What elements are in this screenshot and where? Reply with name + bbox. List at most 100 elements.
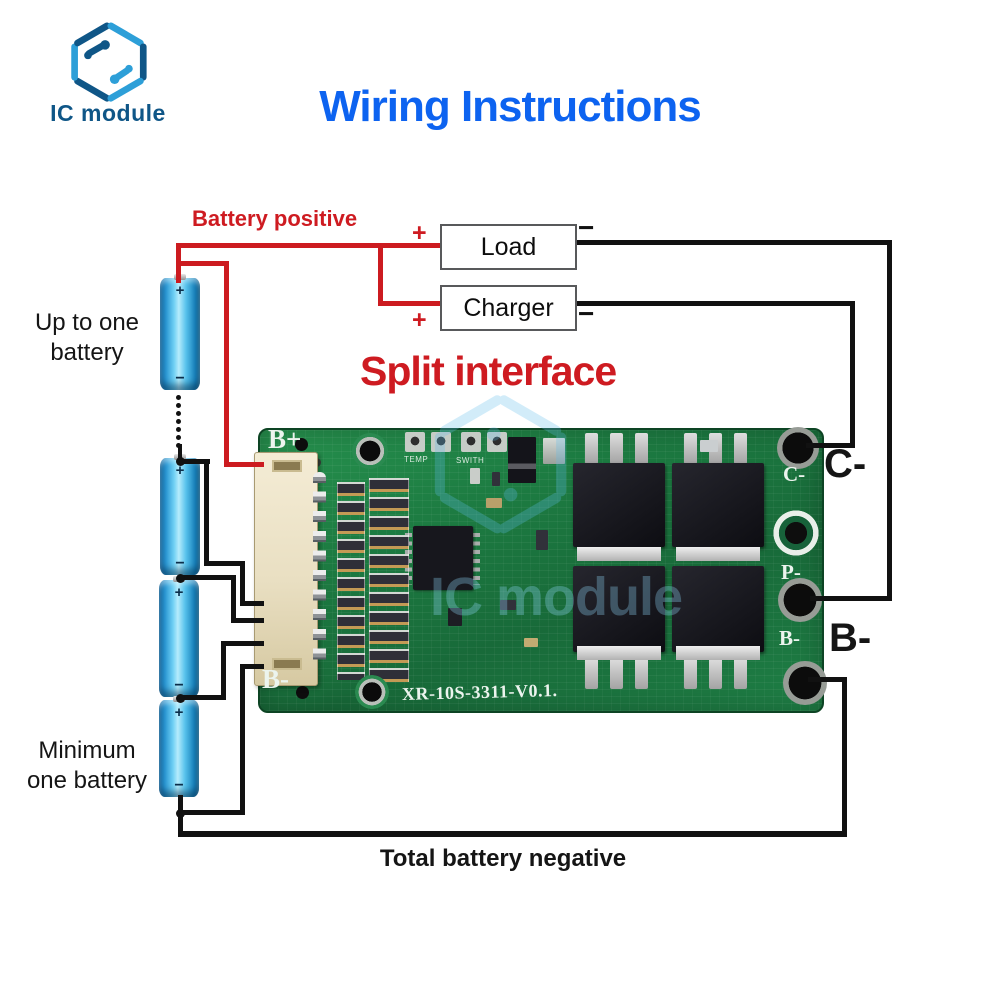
silk-b-minus-right: B- <box>779 626 800 650</box>
battery-minus-mark: − <box>175 370 185 387</box>
minimum-line2: one battery <box>26 767 148 794</box>
load-label: Load <box>480 232 537 261</box>
wire-sense4-feed <box>240 664 264 669</box>
junction-dot <box>176 809 185 818</box>
silk-c-minus: C- <box>783 462 806 486</box>
silk-b-plus: B+ <box>268 424 302 454</box>
split-interface-label: Split interface <box>360 348 617 394</box>
ic-chip <box>413 526 473 590</box>
wire-junction34-feed <box>221 641 264 646</box>
terminal-label-c-minus: C- <box>824 442 867 486</box>
mounting-hole-top-left <box>352 433 388 469</box>
battery-3: + − <box>159 576 199 697</box>
battery-2: + − <box>160 454 200 575</box>
minus-sign-charger: − <box>578 298 595 329</box>
battery-positive-label: Battery positive <box>192 206 358 231</box>
battery-1: + − <box>160 274 200 390</box>
wire-junction34-v <box>221 641 226 700</box>
junction-dot <box>176 574 185 583</box>
wire-junction23-feed <box>231 618 264 623</box>
smd-array-left-b <box>369 478 409 682</box>
diode <box>508 437 536 483</box>
mosfet-tab <box>577 646 661 660</box>
minus-sign-load: − <box>578 212 595 243</box>
junction-dot <box>176 694 185 703</box>
jst-connector <box>254 452 318 686</box>
wire-red-charger-feed <box>378 301 442 306</box>
battery-plus-mark: + <box>174 584 184 601</box>
wire-battery2-top-stub <box>178 444 182 462</box>
mosfet-2 <box>672 463 764 547</box>
battery-minus-mark: − <box>174 677 184 694</box>
charger-label: Charger <box>463 293 554 322</box>
smd-part <box>486 498 502 508</box>
smd-part <box>536 530 548 550</box>
smd-part <box>448 608 462 626</box>
wire-sense4-v <box>240 664 245 815</box>
up-to-one-line2: battery <box>50 339 124 366</box>
wire-junction23-v <box>231 575 236 623</box>
battery-plus-mark: + <box>174 704 184 721</box>
wire-red-board-entry <box>224 462 264 467</box>
battery-series-dots <box>176 395 181 448</box>
wire-red-to-board-vertical <box>224 261 229 467</box>
wire-junction34-h <box>178 695 226 700</box>
mosfet-leg <box>635 433 648 464</box>
battery-plus-mark: + <box>175 282 185 299</box>
wire-b-minus-v <box>842 677 847 837</box>
wire-bottom-negative-rail <box>178 831 847 837</box>
mosfet-leg <box>585 433 598 464</box>
smd-part <box>700 440 718 452</box>
ic-pins-right <box>473 533 480 585</box>
wire-load-negative-h <box>571 240 892 245</box>
wire-battery2-top-v2 <box>240 561 245 606</box>
terminal-label-b-minus: B- <box>829 616 872 660</box>
smd-part <box>543 438 565 464</box>
smd-array-left-a <box>337 482 365 680</box>
plus-sign-charger: + <box>412 306 427 334</box>
top-pad <box>431 432 451 452</box>
via-hole <box>295 438 308 451</box>
mosfet-leg <box>610 658 623 689</box>
wire-battery2-top-v <box>204 459 209 566</box>
page-title: Wiring Instructions <box>319 82 702 131</box>
wire-red-to-board-horizontal <box>178 261 229 266</box>
via-hole <box>296 686 309 699</box>
mosfet-1 <box>573 463 665 547</box>
mosfet-leg <box>684 433 697 464</box>
minimum-one-battery-label: Minimum one battery <box>7 736 167 796</box>
wire-p-minus-feed <box>810 596 892 601</box>
top-pad <box>487 432 507 452</box>
silk-model-number: XR-10S-3311-V0.1. <box>401 679 558 705</box>
wire-battery2-top-h2 <box>204 561 245 566</box>
smd-part <box>470 468 480 484</box>
silk-switch: SWITH <box>456 456 485 465</box>
connector-pins <box>313 472 326 668</box>
charger-box: Charger <box>440 285 577 331</box>
mosfet-leg <box>610 433 623 464</box>
wire-red-positive-rail <box>176 243 442 248</box>
wire-battery2-top-h <box>178 459 210 464</box>
plus-sign-load: + <box>412 219 427 247</box>
wire-sense4-h <box>180 810 245 815</box>
silk-temp: TEMP <box>404 455 429 464</box>
silk-b-minus-bottom: B- <box>262 664 289 694</box>
smd-part <box>524 638 538 647</box>
connector-latch-top <box>272 460 302 472</box>
mosfet-tab <box>577 547 661 561</box>
total-battery-negative-label: Total battery negative <box>379 845 627 872</box>
minimum-line1: Minimum <box>38 737 136 764</box>
mounting-hole-right <box>772 509 820 557</box>
junction-dot <box>176 457 185 466</box>
ic-module-logo-icon <box>71 22 147 102</box>
mosfet-3 <box>573 566 665 652</box>
silk-p-minus: P- <box>781 560 801 584</box>
mosfet-leg <box>585 658 598 689</box>
top-pad <box>461 432 481 452</box>
pad-b-minus <box>783 661 827 705</box>
battery-4: + − <box>159 696 199 797</box>
smd-part <box>500 600 516 610</box>
wire-charger-negative-h <box>571 301 855 306</box>
wire-red-branch-vertical <box>378 243 383 306</box>
